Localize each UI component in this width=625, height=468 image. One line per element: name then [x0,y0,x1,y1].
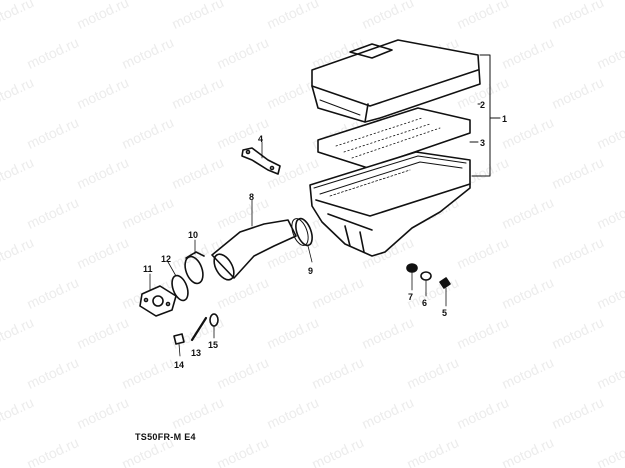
callout-4: 4 [258,134,263,144]
callout-5: 5 [442,308,447,318]
callout-9: 9 [308,266,313,276]
washer [209,313,219,339]
grommet [406,263,418,291]
callout-14: 14 [174,360,184,370]
air-cleaner-case [309,151,471,257]
callout-2: 2 [480,100,485,110]
flange [139,273,177,317]
nut [173,333,185,357]
stud-bolt [190,316,208,342]
gasket [167,261,189,302]
screw [439,277,451,307]
bracket-lines [469,54,501,177]
callout-1: 1 [502,114,507,124]
callout-6: 6 [422,298,427,308]
callout-13: 13 [191,348,201,358]
hose-clamp [184,239,205,285]
air-cleaner-cap [311,39,481,123]
callout-7: 7 [408,292,413,302]
pipe-clamp [291,217,313,263]
intake-pipe [211,199,297,281]
callout-11: 11 [143,264,153,274]
diagram-caption: TS50FR-M E4 [135,432,196,442]
case-washer [420,271,432,297]
callout-12: 12 [161,254,171,264]
bracket-plate [241,141,281,175]
callout-15: 15 [208,340,218,350]
callout-8: 8 [249,192,254,202]
callout-10: 10 [188,230,198,240]
callout-3: 3 [480,138,485,148]
